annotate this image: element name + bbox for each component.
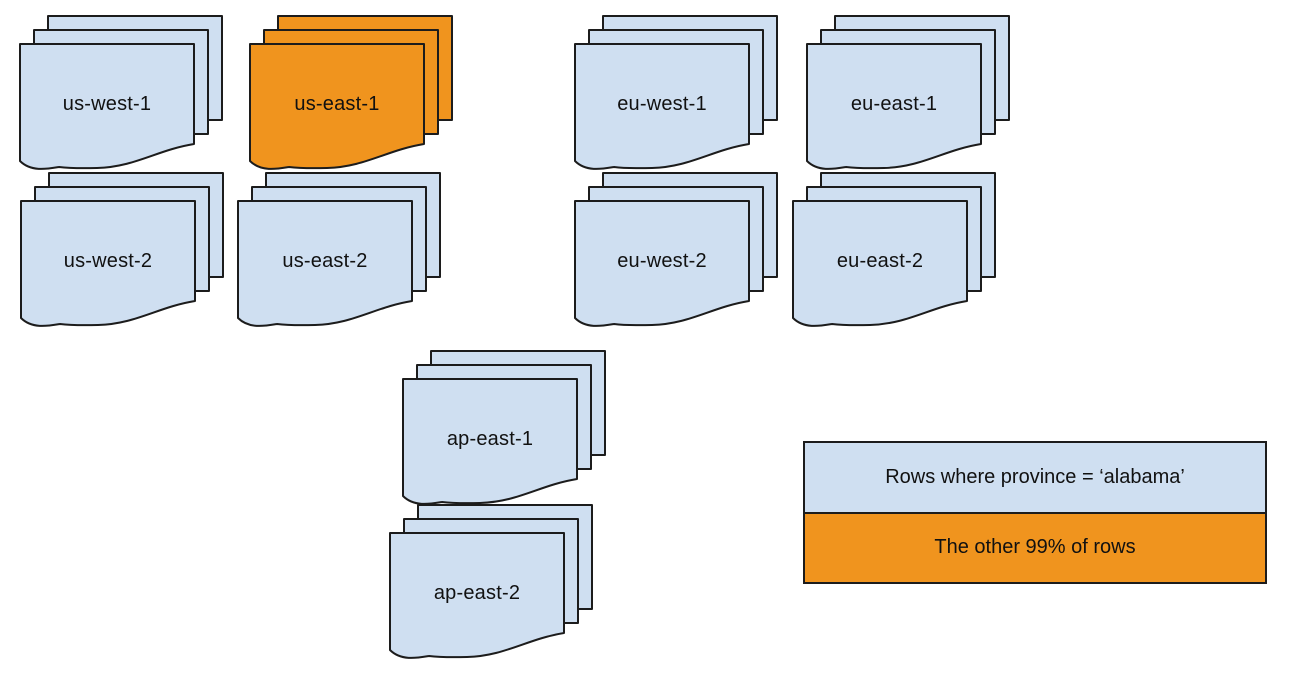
document-stack-icon (20, 172, 224, 327)
document-stack-icon (806, 15, 1010, 170)
region-stack-eu-east-2: eu-east-2 (792, 172, 996, 330)
legend-label: Rows where province = ‘alabama’ (885, 465, 1185, 488)
front-sheet (249, 43, 425, 170)
region-stack-us-east-1: us-east-1 (249, 15, 453, 173)
front-sheet (792, 200, 968, 327)
front-sheet (574, 43, 750, 170)
front-sheet (19, 43, 195, 170)
document-stack-icon (19, 15, 223, 170)
region-stack-ap-east-1: ap-east-1 (402, 350, 606, 508)
front-sheet (20, 200, 196, 327)
region-label: us-west-2 (63, 249, 153, 272)
legend: Rows where province = ‘alabama’ The othe… (803, 441, 1267, 584)
region-stack-us-west-2: us-west-2 (20, 172, 224, 330)
document-stack-icon (574, 172, 778, 327)
legend-item-alabama-rows: Rows where province = ‘alabama’ (805, 443, 1265, 512)
document-stack-icon (249, 15, 453, 170)
region-stack-eu-west-2: eu-west-2 (574, 172, 778, 330)
region-label: us-west-1 (62, 92, 152, 115)
region-label: eu-west-2 (617, 249, 707, 272)
region-stack-eu-east-1: eu-east-1 (806, 15, 1010, 173)
region-label: us-east-1 (294, 92, 380, 115)
region-label: eu-west-1 (617, 92, 707, 115)
region-stack-us-west-1: us-west-1 (19, 15, 223, 173)
document-stack-icon (389, 504, 593, 659)
region-stack-ap-east-2: ap-east-2 (389, 504, 593, 662)
document-stack-icon (237, 172, 441, 327)
legend-label: The other 99% of rows (934, 536, 1136, 559)
region-label: us-east-2 (282, 249, 368, 272)
region-label: ap-east-1 (446, 427, 534, 450)
region-stack-us-east-2: us-east-2 (237, 172, 441, 330)
region-label: eu-east-1 (850, 92, 938, 115)
front-sheet (389, 532, 565, 659)
legend-item-other-rows: The other 99% of rows (805, 511, 1265, 582)
document-stack-icon (574, 15, 778, 170)
region-stack-eu-west-1: eu-west-1 (574, 15, 778, 173)
front-sheet (574, 200, 750, 327)
region-label: eu-east-2 (836, 249, 924, 272)
document-stack-icon (792, 172, 996, 327)
front-sheet (402, 378, 578, 505)
front-sheet (806, 43, 982, 170)
document-stack-icon (402, 350, 606, 505)
region-label: ap-east-2 (433, 581, 521, 604)
front-sheet (237, 200, 413, 327)
